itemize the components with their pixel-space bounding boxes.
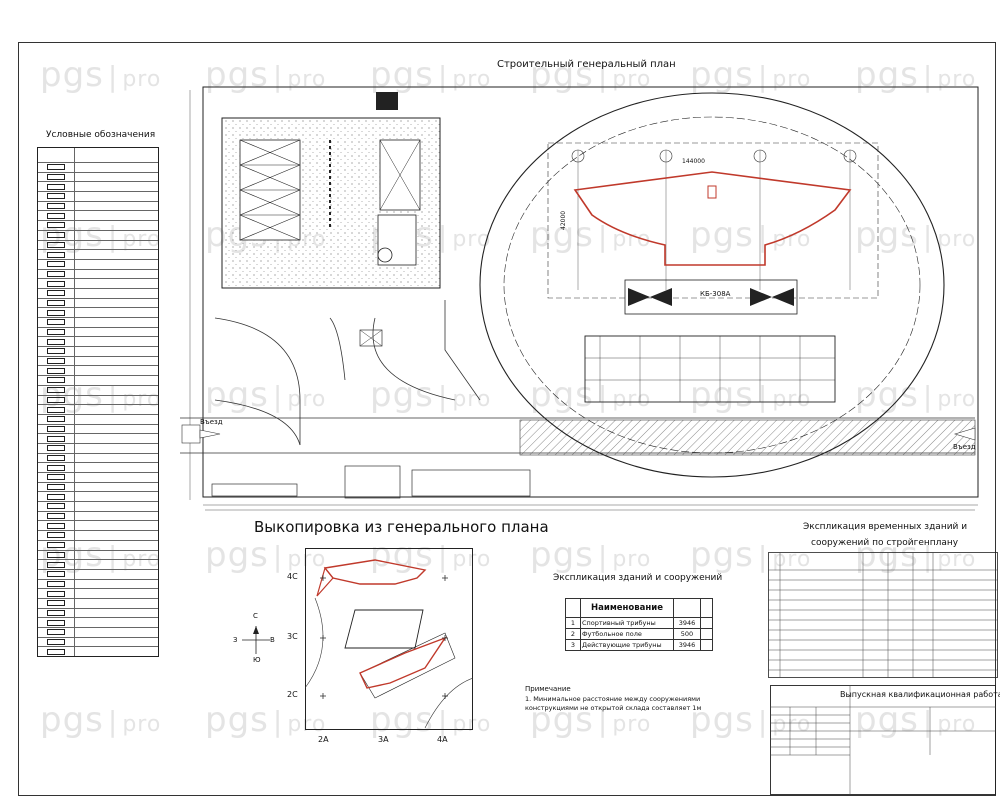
- legend-row: [38, 308, 158, 318]
- main-plan-title: Строительный генеральный план: [497, 59, 676, 70]
- excerpt-row-label: 4С: [287, 572, 298, 581]
- legend-row: [38, 521, 158, 532]
- legend-row: [38, 482, 158, 493]
- note-title: Примечание: [525, 685, 571, 693]
- legend-row: [38, 502, 158, 512]
- excerpt-row-label: 3С: [287, 632, 298, 641]
- legend-row: [38, 453, 158, 464]
- legend-row: [38, 279, 158, 289]
- legend-row: [38, 211, 158, 222]
- legend-row: [38, 347, 158, 357]
- excerpt-title: Выкопировка из генерального плана: [254, 518, 549, 536]
- legend-row: [38, 589, 158, 599]
- legend-row: [38, 395, 158, 406]
- temporary-buildings-table: [768, 552, 998, 678]
- compass-icon: [242, 626, 270, 654]
- legend-row: [38, 288, 158, 299]
- legend-row: [38, 637, 158, 648]
- excerpt-col-label: 2А: [318, 735, 329, 744]
- note-text-line2: конструкциями не открытой склада составл…: [525, 704, 702, 712]
- note-text-line1: 1. Минимальное расстояние между сооружен…: [525, 695, 701, 703]
- excerpt-map: [305, 548, 473, 730]
- legend-row: [38, 163, 158, 173]
- legend-row: [38, 598, 158, 609]
- legend-row: [38, 318, 158, 328]
- legend-row: [38, 172, 158, 183]
- compass-west: З: [233, 636, 238, 644]
- legend-row: [38, 182, 158, 193]
- buildings-table: Наименование 1 Спортивный трибуны 3946 2…: [565, 598, 713, 651]
- drawing-frame: [18, 42, 996, 796]
- legend-table: [37, 147, 159, 658]
- excerpt-col-label: 3А: [378, 735, 389, 744]
- legend-row: [38, 560, 158, 570]
- legend-row: [38, 569, 158, 580]
- title-block: [770, 685, 996, 795]
- buildings-table-title: Экспликация зданий и сооружений: [553, 573, 723, 583]
- entry-right-label: Въезд: [953, 443, 976, 451]
- table-row: 3 Действующие трибуны 3946: [565, 639, 713, 651]
- legend-row: [38, 550, 158, 561]
- legend-row: [38, 424, 158, 435]
- legend-row: [38, 240, 158, 251]
- legend-row: [38, 443, 158, 454]
- table-row: 1 Спортивный трибуны 3946: [565, 617, 713, 629]
- legend-row: [38, 618, 158, 628]
- legend-row: [38, 647, 158, 657]
- legend-row: [38, 579, 158, 590]
- legend-row: [38, 298, 158, 309]
- title-block-heading: Выпускная квалификационная работа: [840, 690, 1000, 699]
- legend-row: [38, 385, 158, 396]
- compass-east: В: [270, 636, 275, 644]
- compass-north: С: [253, 612, 258, 620]
- legend-row: [38, 511, 158, 522]
- legend-row: [38, 356, 158, 367]
- legend-row: [38, 376, 158, 386]
- legend-row: [38, 434, 158, 444]
- legend-row: [38, 366, 158, 377]
- legend-row: [38, 628, 158, 638]
- temp-table-title-line1: Экспликация временных зданий и: [803, 522, 968, 532]
- legend-row: [38, 405, 158, 415]
- legend-row: [38, 337, 158, 348]
- legend-row: [38, 327, 158, 338]
- legend-row: [38, 492, 158, 503]
- legend-row: [38, 269, 158, 280]
- compass-south: Ю: [253, 656, 261, 664]
- legend-row: [38, 540, 158, 551]
- legend-title: Условные обозначения: [46, 130, 156, 140]
- dimension-top: 144000: [682, 158, 705, 165]
- legend-row: [38, 463, 158, 473]
- table-header-row: Наименование: [565, 598, 713, 618]
- legend-row: [38, 531, 158, 541]
- legend-row: [38, 473, 158, 483]
- legend-row: [38, 221, 158, 231]
- legend-row: [38, 414, 158, 425]
- legend-row: [38, 201, 158, 212]
- entry-left-label: Въезд: [200, 418, 223, 426]
- legend-row: [38, 608, 158, 619]
- legend-row: [38, 250, 158, 260]
- crane-label: КБ-308А: [700, 290, 731, 298]
- legend-row: [38, 192, 158, 202]
- dimension-side: 42000: [560, 210, 567, 230]
- excerpt-row-label: 2С: [287, 690, 298, 699]
- legend-row: [38, 230, 158, 241]
- temp-table-title-line2: сооружений по стройгенплану: [811, 538, 959, 548]
- excerpt-col-label: 4А: [437, 735, 448, 744]
- legend-header: [38, 148, 158, 163]
- table-header-name: Наименование: [580, 598, 674, 618]
- table-row: 2 Футбольное поле 500: [565, 628, 713, 640]
- legend-row: [38, 259, 158, 270]
